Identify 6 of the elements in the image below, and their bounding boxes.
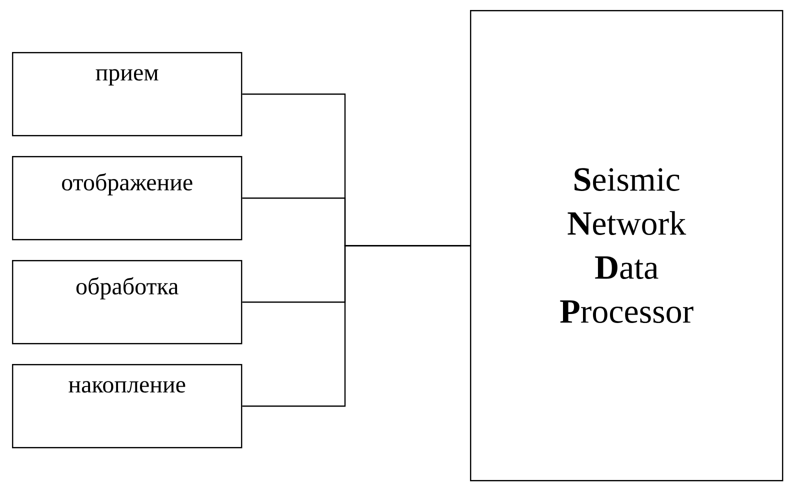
process-box: отображение xyxy=(12,156,242,240)
process-box: прием xyxy=(12,52,242,136)
process-box: обработка xyxy=(12,260,242,344)
system-box: Seismic Network Data Processor xyxy=(470,10,784,482)
connector-line xyxy=(242,245,470,407)
process-box: накопление xyxy=(12,364,242,448)
